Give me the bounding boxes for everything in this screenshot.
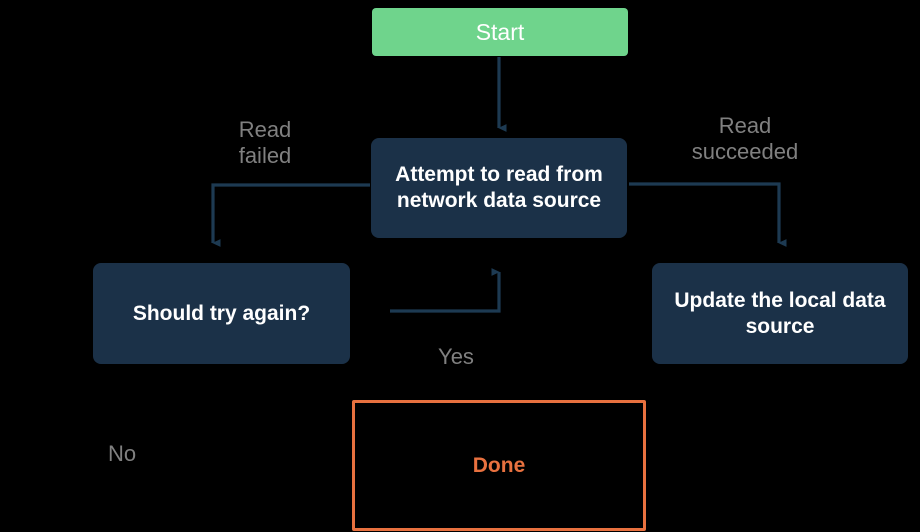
node-update-local-data-label: Update the local data source (674, 288, 886, 338)
edge-attempt-to-retry (211, 183, 370, 247)
edge-label-read-succeeded: Read succeeded (691, 113, 799, 164)
edge-attempt-to-update (629, 182, 787, 247)
node-done-label: Done (472, 453, 526, 477)
edge-label-read-failed: Read failed (238, 117, 292, 168)
node-attempt-read[interactable]: Attempt to read from network data source (371, 138, 627, 238)
node-done[interactable]: Done (352, 400, 646, 531)
edge-retry-to-attempt (390, 268, 501, 313)
edge-label-no: No (107, 441, 137, 466)
node-should-try-again[interactable]: Should try again? (93, 263, 350, 364)
node-start-label: Start (475, 18, 525, 45)
node-update-local-data[interactable]: Update the local data source (652, 263, 908, 364)
node-start[interactable]: Start (372, 8, 628, 56)
node-attempt-read-label: Attempt to read from network data source (395, 163, 603, 212)
node-should-try-again-label: Should try again? (132, 301, 311, 325)
edge-label-yes: Yes (438, 344, 474, 369)
